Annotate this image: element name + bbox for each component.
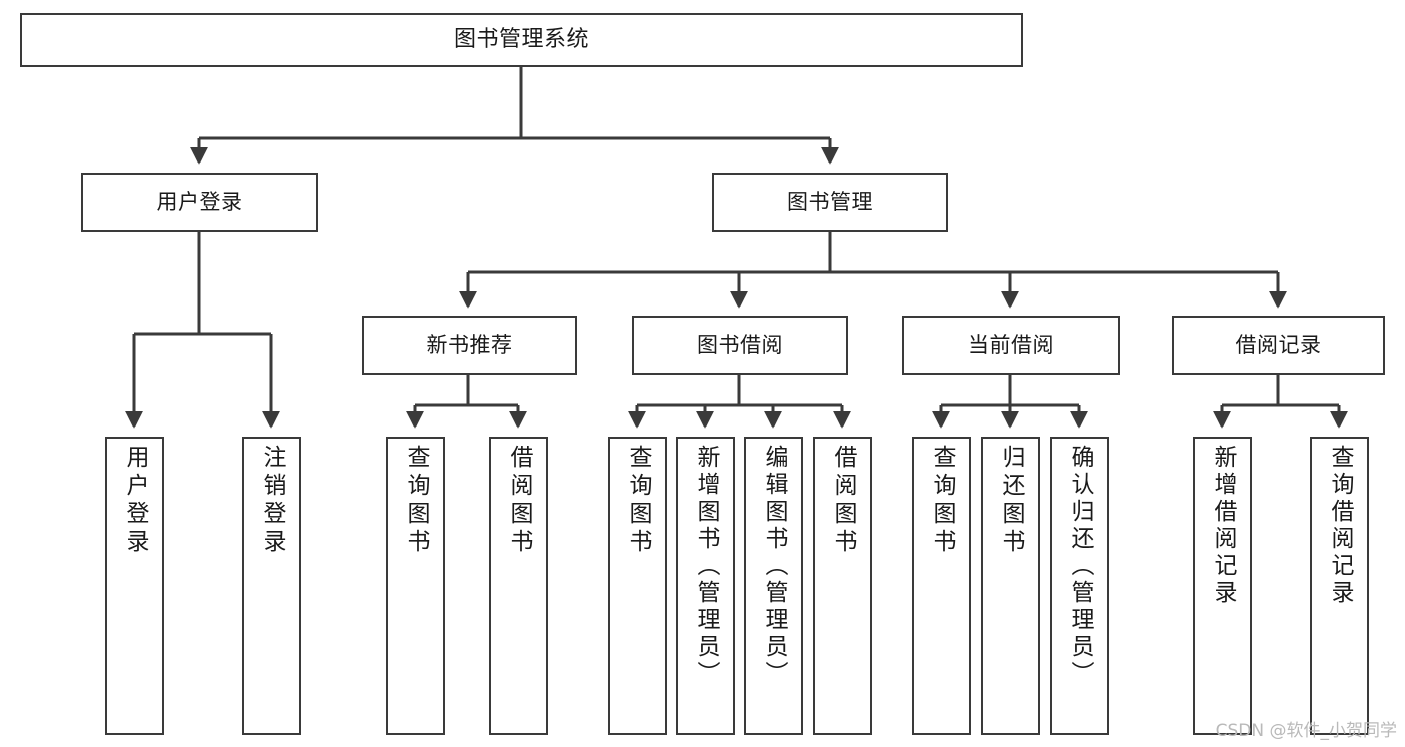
leaf-recommend-query-book[interactable]: 查询图书: [386, 437, 445, 735]
leaf-borrow-borrow-book[interactable]: 借阅图书: [813, 437, 872, 735]
leaf-current-query-book[interactable]: 查询图书: [912, 437, 971, 735]
node-borrow-record[interactable]: 借阅记录: [1172, 316, 1385, 375]
node-label: 查询图书: [625, 445, 651, 557]
node-label: 用户登录: [156, 190, 243, 215]
leaf-record-add-borrow-record[interactable]: 新增借阅记录: [1193, 437, 1252, 735]
node-label: 新增借阅记录: [1210, 445, 1236, 607]
leaf-borrow-edit-book-admin[interactable]: 编辑图书（管理员）: [744, 437, 803, 735]
node-label: 确认归还（管理员）: [1067, 445, 1093, 688]
node-label: 借阅图书: [506, 445, 532, 557]
leaf-current-return-book[interactable]: 归还图书: [981, 437, 1040, 735]
node-book-borrow[interactable]: 图书借阅: [632, 316, 848, 375]
node-label: 图书管理: [787, 190, 873, 215]
node-label: 查询图书: [929, 445, 955, 557]
leaf-current-confirm-return-admin[interactable]: 确认归还（管理员）: [1050, 437, 1109, 735]
node-label: 借阅记录: [1235, 333, 1322, 358]
node-label: 借阅图书: [830, 445, 856, 557]
node-current-borrow[interactable]: 当前借阅: [902, 316, 1120, 375]
leaf-record-query-borrow-record[interactable]: 查询借阅记录: [1310, 437, 1369, 735]
node-label: 新书推荐: [426, 333, 513, 358]
node-label: 查询借阅记录: [1327, 445, 1353, 607]
node-label: 归还图书: [998, 445, 1024, 557]
node-user-login[interactable]: 用户登录: [81, 173, 318, 232]
node-label: 查询图书: [403, 445, 429, 557]
node-label: 注销登录: [259, 445, 285, 557]
leaf-borrow-add-book-admin[interactable]: 新增图书（管理员）: [676, 437, 735, 735]
node-label: 当前借阅: [968, 333, 1054, 358]
leaf-user-login[interactable]: 用户登录: [105, 437, 164, 735]
csdn-watermark: CSDN @软件_小贺同学: [1215, 721, 1397, 741]
node-label: 用户登录: [122, 445, 148, 557]
node-label: 新增图书（管理员）: [693, 445, 719, 688]
leaf-logout-login[interactable]: 注销登录: [242, 437, 301, 735]
node-label: 编辑图书（管理员）: [761, 445, 787, 688]
leaf-recommend-borrow-book[interactable]: 借阅图书: [489, 437, 548, 735]
node-label: 图书借阅: [697, 333, 783, 358]
node-new-book-recommend[interactable]: 新书推荐: [362, 316, 577, 375]
node-root-system[interactable]: 图书管理系统: [20, 13, 1023, 67]
node-book-management[interactable]: 图书管理: [712, 173, 948, 232]
node-label: 图书管理系统: [453, 27, 589, 53]
leaf-borrow-query-book[interactable]: 查询图书: [608, 437, 667, 735]
